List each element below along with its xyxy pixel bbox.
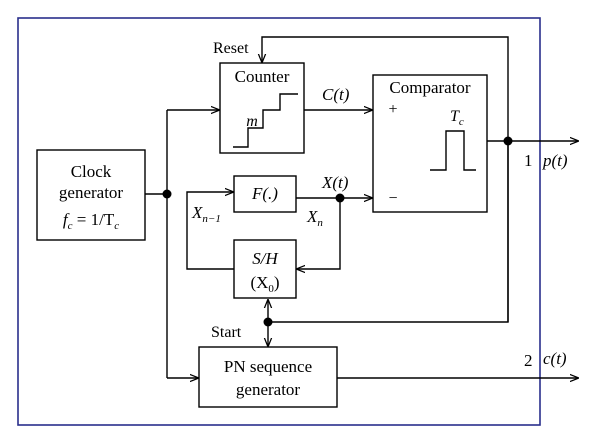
output-1-label: p(t) xyxy=(542,151,568,170)
junction-clock xyxy=(162,189,172,199)
comparator-block: Comparator + − Tc xyxy=(372,74,488,213)
junction-start xyxy=(263,317,273,327)
wiring xyxy=(145,36,578,378)
ct-label: C(t) xyxy=(322,85,350,104)
clock-generator-block: Clock generator fc = 1/Tc xyxy=(36,149,146,241)
pn-label-line1: PN sequence xyxy=(224,357,312,376)
outer-frame xyxy=(17,17,541,426)
output-2-label: c(t) xyxy=(543,349,567,368)
counter-block: Counter m xyxy=(219,62,305,154)
staircase-icon xyxy=(233,93,298,148)
pulse-width-label: Tc xyxy=(450,108,464,128)
clock-frequency-formula: fc = 1/Tc xyxy=(63,210,119,232)
xn-label: Xn xyxy=(306,207,323,229)
output-2-number: 2 xyxy=(524,351,533,370)
comparator-minus-sign: − xyxy=(388,190,397,207)
junction-output xyxy=(503,136,513,146)
junction-xn xyxy=(335,193,345,203)
pn-label-line2: generator xyxy=(236,380,301,399)
sample-hold-block: S/H (X0) xyxy=(233,239,297,299)
output-1-number: 1 xyxy=(524,151,533,170)
sh-label-line1: S/H xyxy=(252,249,279,268)
pulse-icon xyxy=(430,130,476,171)
comparator-plus-sign: + xyxy=(388,101,397,118)
xt-label: X(t) xyxy=(321,173,349,192)
counter-step-label: m xyxy=(246,113,258,130)
start-label: Start xyxy=(211,324,242,341)
reset-label: Reset xyxy=(213,40,249,57)
comparator-title: Comparator xyxy=(389,78,471,97)
counter-title: Counter xyxy=(235,67,290,86)
f-block-label: F(.) xyxy=(251,184,278,203)
clock-label-line2: generator xyxy=(59,183,124,202)
pn-sequence-generator-block: PN sequence generator xyxy=(198,346,338,408)
xn-minus-1-label: Xn−1 xyxy=(191,203,221,225)
f-block: F(.) xyxy=(233,175,297,213)
sh-label-line2: (X0) xyxy=(250,273,279,295)
clock-label-line1: Clock xyxy=(71,162,112,181)
